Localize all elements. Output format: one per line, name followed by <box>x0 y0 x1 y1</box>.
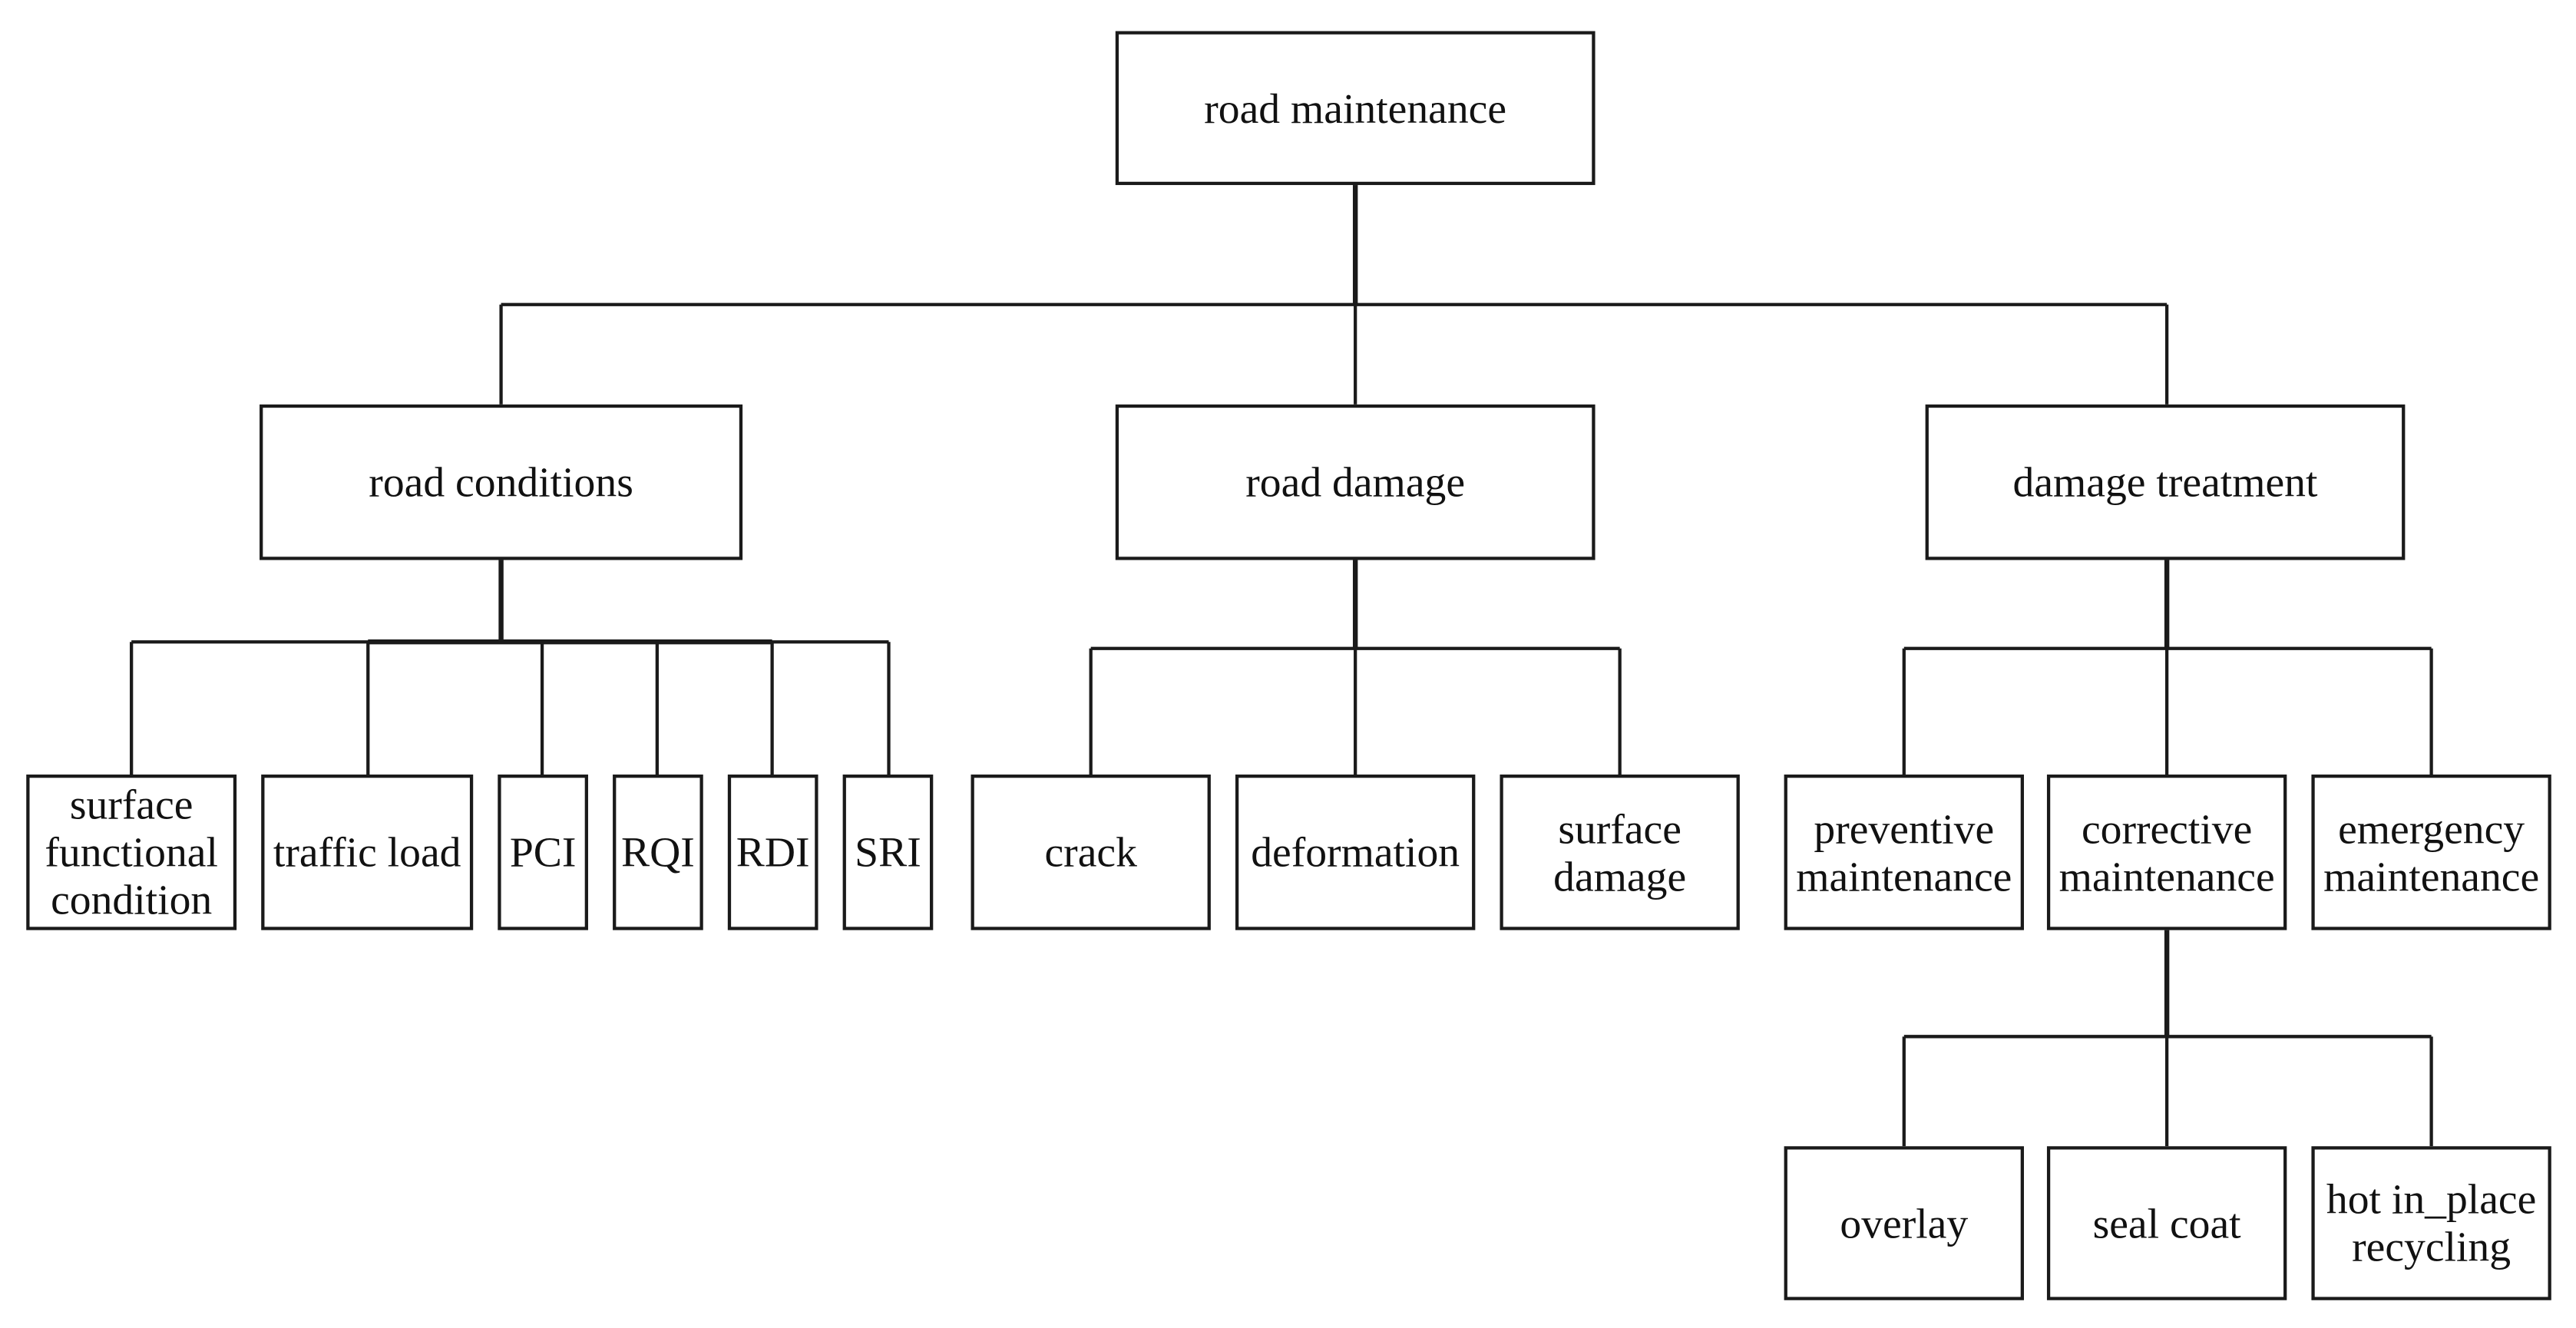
node-label-line: functional <box>45 828 218 877</box>
node-label-line: maintenance <box>2323 852 2540 900</box>
node-pci: PCI <box>498 775 588 930</box>
node-label-line: corrective <box>2081 804 2253 853</box>
node-label: road damage <box>1245 458 1466 507</box>
node-label-line: condition <box>51 876 213 924</box>
node-label: damage treatment <box>2012 458 2318 507</box>
node-preventive-maintenance: preventive maintenance <box>1784 775 2024 930</box>
node-label-line: surface <box>69 781 193 829</box>
node-overlay: overlay <box>1784 1146 2024 1300</box>
node-seal-coat: seal coat <box>2046 1146 2287 1300</box>
node-label: deformation <box>1251 828 1460 877</box>
node-label: seal coat <box>2092 1199 2241 1247</box>
node-crack: crack <box>971 775 1211 930</box>
node-label: crack <box>1044 828 1137 877</box>
node-label: SRI <box>855 828 921 877</box>
node-rqi: RQI <box>613 775 703 930</box>
node-surface-damage: surface damage <box>1500 775 1740 930</box>
node-road-maintenance: road maintenance <box>1115 31 1596 186</box>
node-label-line: recycling <box>2352 1223 2512 1271</box>
node-hot-in-place-recycling: hot in_place recycling <box>2311 1146 2551 1300</box>
node-label: RQI <box>621 828 695 877</box>
node-sri: SRI <box>842 775 934 930</box>
node-label-line: damage <box>1553 852 1687 900</box>
node-label-line: emergency <box>2338 804 2525 853</box>
node-label: road maintenance <box>1204 84 1507 132</box>
node-label-line: hot in_place <box>2326 1175 2537 1224</box>
node-label-line: preventive <box>1814 804 1995 853</box>
node-label-line: maintenance <box>2058 852 2275 900</box>
node-road-conditions: road conditions <box>260 404 743 560</box>
node-label: road conditions <box>369 458 633 507</box>
node-surface-functional-condition: surface functional condition <box>26 775 237 930</box>
node-label: traffic load <box>273 828 461 877</box>
node-emergency-maintenance: emergency maintenance <box>2311 775 2551 930</box>
node-label: overlay <box>1840 1199 1969 1247</box>
node-label: PCI <box>509 828 577 877</box>
node-road-damage: road damage <box>1115 404 1596 560</box>
node-label: RDI <box>736 828 810 877</box>
node-label-line: maintenance <box>1796 852 2012 900</box>
node-damage-treatment: damage treatment <box>1925 404 2406 560</box>
node-corrective-maintenance: corrective maintenance <box>2046 775 2287 930</box>
node-label-line: surface <box>1558 804 1682 853</box>
node-deformation: deformation <box>1235 775 1476 930</box>
node-traffic-load: traffic load <box>261 775 474 930</box>
node-rdi: RDI <box>727 775 818 930</box>
